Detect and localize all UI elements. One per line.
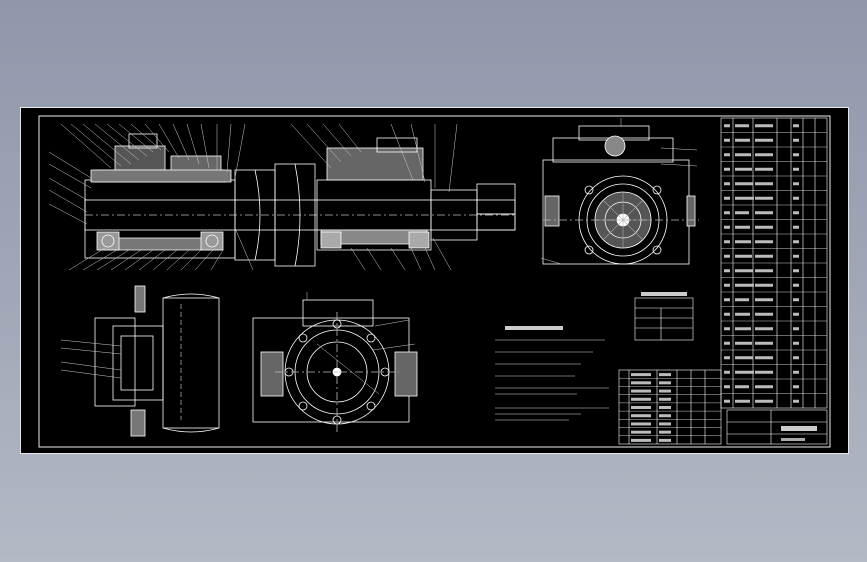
- drawing-sheet[interactable]: [20, 107, 849, 454]
- main-section-view[interactable]: [48, 123, 516, 271]
- bom-table: [720, 117, 828, 409]
- end-view[interactable]: [540, 118, 699, 265]
- sheet-border: [38, 115, 831, 448]
- performance-table: [634, 292, 694, 341]
- side-view[interactable]: [60, 285, 220, 437]
- front-flange-view[interactable]: [252, 292, 418, 432]
- title-block: [726, 409, 828, 445]
- technical-notes: [495, 326, 609, 421]
- drawing-canvas: [38, 115, 831, 448]
- parts-table: [618, 369, 722, 445]
